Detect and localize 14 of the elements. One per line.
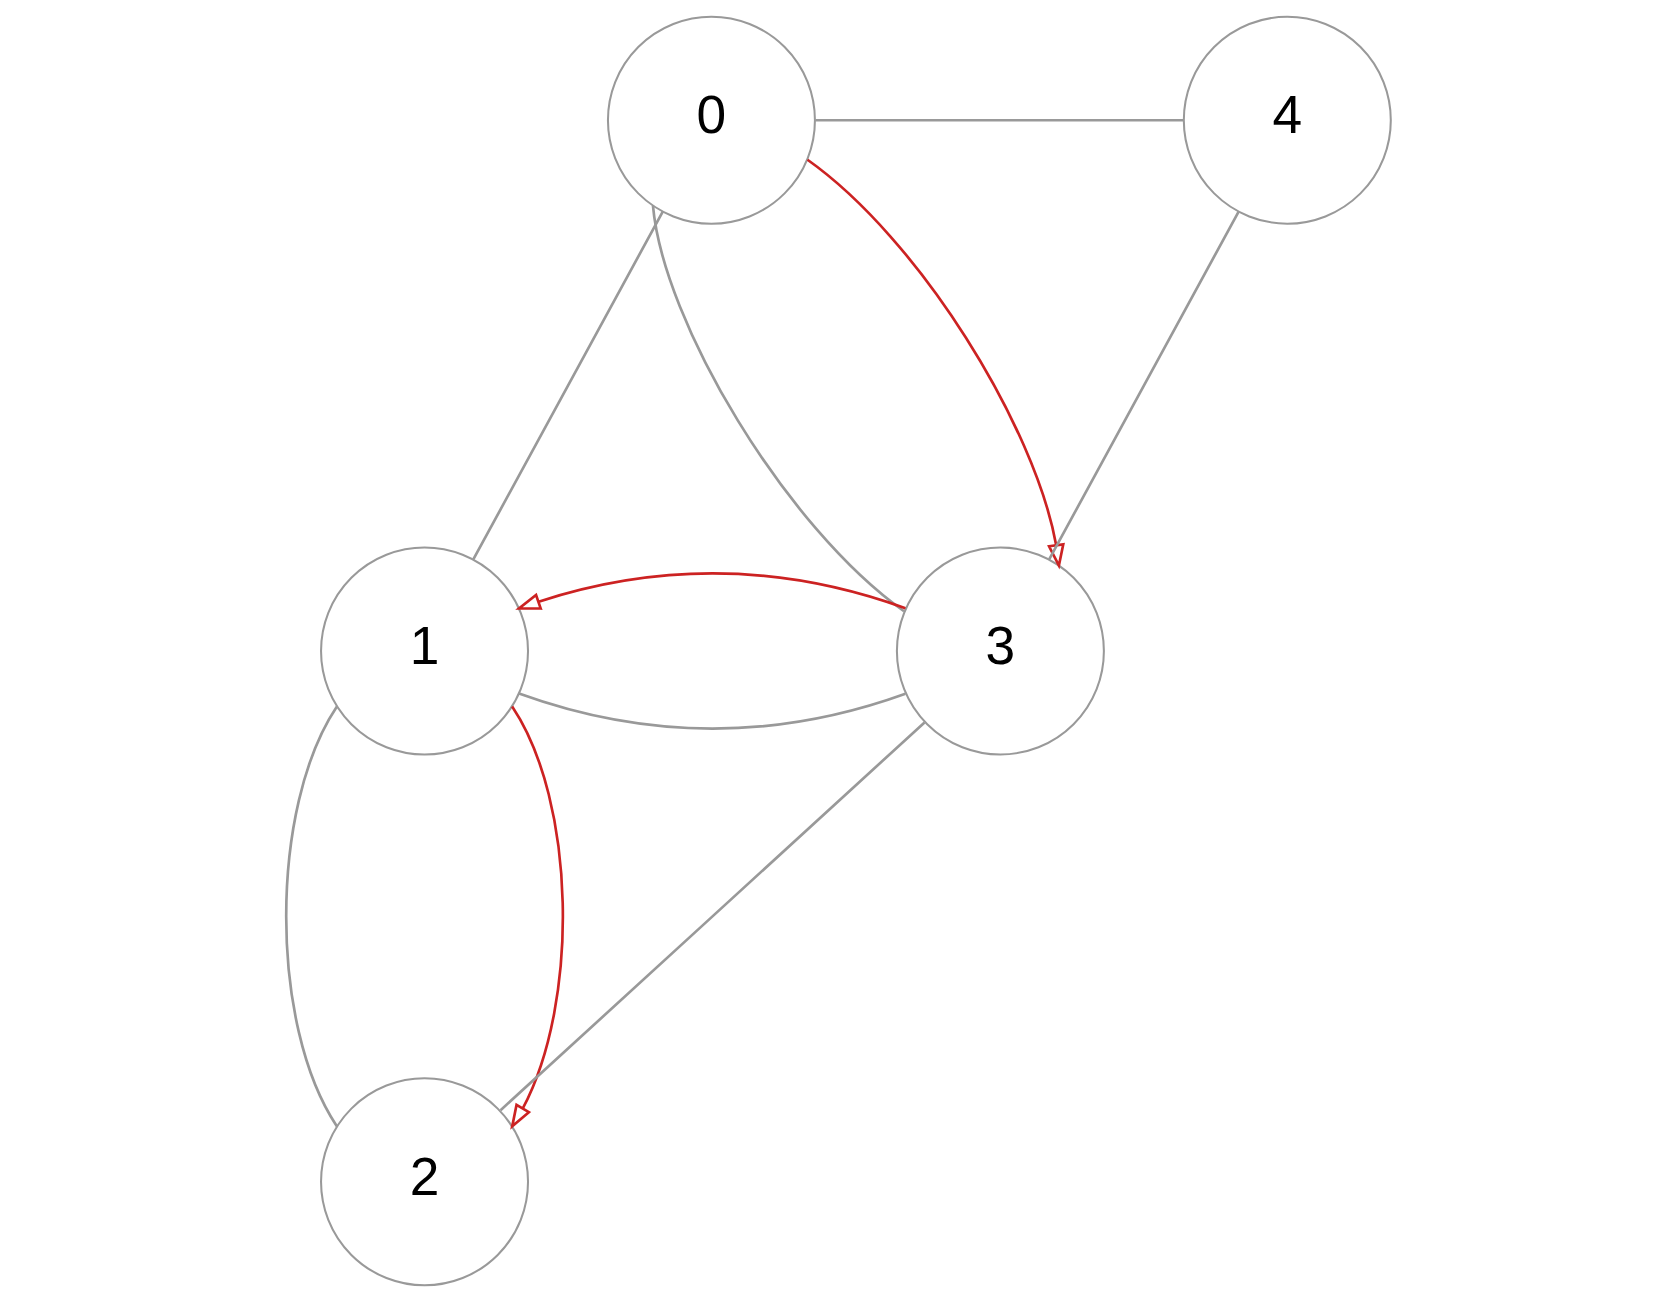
node-circle: 0 — [606, 15, 816, 225]
node-circle: 4 — [1182, 15, 1392, 225]
connector — [471, 211, 664, 560]
connector — [499, 721, 925, 1112]
arrow — [509, 705, 564, 1130]
node-circle: 3 — [895, 546, 1105, 756]
connector — [815, 118, 1183, 122]
connector — [518, 692, 906, 730]
connector — [651, 205, 905, 613]
connector — [1047, 211, 1240, 560]
arrow — [806, 158, 1065, 570]
connector — [284, 705, 338, 1127]
arrow — [514, 572, 906, 610]
node-circle: 1 — [319, 546, 529, 756]
